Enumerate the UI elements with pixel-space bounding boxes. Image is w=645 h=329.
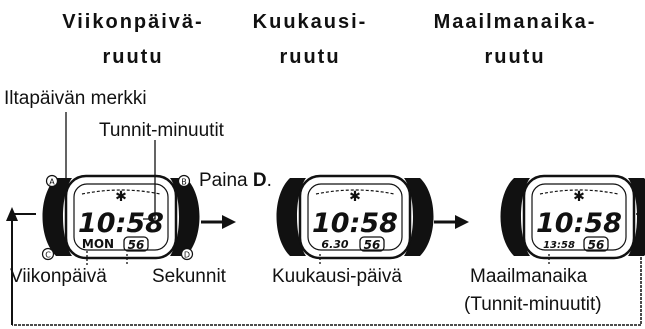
button-a-label: A: [49, 178, 55, 187]
watch-dot-arc: [315, 189, 395, 195]
button-c[interactable]: [41, 247, 55, 261]
watch-month-screen: ✱ 10:58 6.30 56: [276, 174, 434, 260]
button-d-label: D: [184, 251, 190, 260]
watch-bezel: [522, 174, 636, 260]
heading-month-screen: Kuukausi- ruutu: [215, 9, 405, 70]
pm-indicator-label: Iltapäivän merkki: [4, 88, 147, 109]
hours-minutes-label: Tunnit-minuutit: [99, 120, 224, 141]
heading-line: ruutu: [279, 46, 341, 68]
watch-seconds-display: 56: [364, 238, 381, 252]
press-suffix: .: [266, 170, 272, 191]
weekday-label: Viikonpäivä: [10, 266, 107, 287]
watch-bezel: [64, 174, 178, 260]
world-time-label: Maailmanaika: [470, 266, 588, 287]
watch-case-right: [170, 178, 200, 256]
watch-world-time-screen: ✱ 10:58 13:58 56: [500, 174, 645, 260]
watch-screen: [73, 183, 169, 251]
watch-case-left: [500, 178, 530, 256]
press-instruction: Paina D.: [199, 170, 272, 192]
seconds-box: [359, 236, 385, 252]
watch-time-display: 10:58: [536, 208, 622, 239]
sun-icon: ✱: [573, 189, 585, 205]
sun-icon: ✱: [349, 189, 361, 205]
button-a[interactable]: [45, 174, 59, 188]
watch-world-time-display: 13:58: [543, 240, 575, 251]
world-time-sub-label: (Tunnit-minuutit): [464, 294, 602, 315]
watch-weekday-screen: ✱ 10:58 MON 56 A B C D: [41, 174, 200, 261]
seconds-box: [123, 236, 149, 252]
watch-seconds-display: 56: [128, 238, 145, 252]
watch-dot-arc: [81, 189, 161, 195]
heading-line: Kuukausi-: [252, 11, 368, 33]
watch-screen: [531, 183, 627, 251]
seconds-box: [583, 236, 609, 252]
watch-case-left: [276, 178, 306, 256]
seconds-label: Sekunnit: [152, 266, 226, 287]
hours-minutes-leader: [143, 140, 156, 220]
press-key: D: [252, 170, 267, 191]
return-arrow-head: [6, 207, 18, 221]
watch-time-display: 10:58: [78, 208, 164, 239]
press-prefix: Paina: [199, 170, 253, 191]
watch-weekday-display: MON: [82, 237, 114, 251]
watch-screen: [307, 183, 403, 251]
arrow-2-head: [455, 215, 469, 229]
watch-case-right: [628, 178, 645, 256]
heading-line: ruutu: [484, 46, 546, 68]
heading-line: ruutu: [102, 46, 164, 68]
button-d[interactable]: [180, 247, 194, 261]
watch-case-left: [42, 178, 72, 256]
button-b-label: B: [181, 178, 187, 187]
heading-weekday-screen: Viikonpäivä- ruutu: [28, 9, 238, 70]
watch-case-right: [404, 178, 434, 256]
button-c-label: C: [45, 251, 51, 260]
return-loop-line: [11, 213, 36, 325]
watch-dot-arc: [539, 189, 619, 195]
watch-date-display: 6.30: [321, 238, 348, 251]
watch-seconds-display: 56: [588, 238, 605, 252]
watch-bezel: [298, 174, 412, 260]
heading-line: Viikonpäivä-: [62, 11, 204, 33]
month-day-label: Kuukausi-päivä: [272, 266, 402, 287]
button-b[interactable]: [177, 174, 191, 188]
sun-icon: ✱: [115, 189, 127, 205]
heading-line: Maailmanaika-: [433, 11, 597, 33]
heading-world-time-screen: Maailmanaika- ruutu: [395, 9, 635, 70]
watch-time-display: 10:58: [312, 208, 398, 239]
arrow-1-head: [222, 215, 236, 229]
